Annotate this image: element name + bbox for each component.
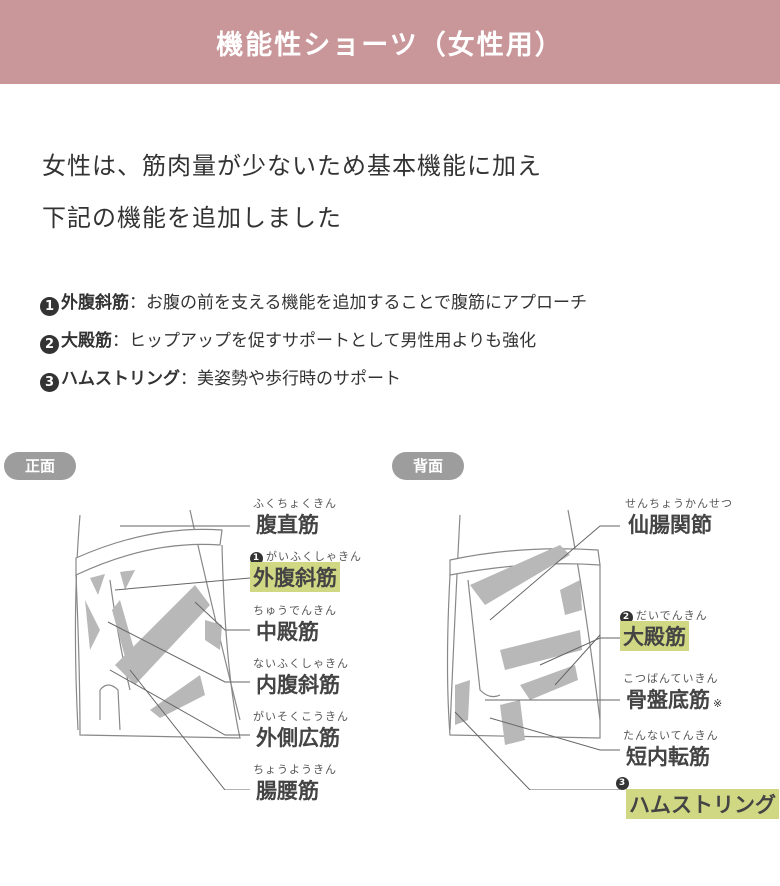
note-mark: ※ bbox=[713, 697, 723, 710]
muscle-label: ないふくしゃきん内腹斜筋 bbox=[253, 655, 349, 699]
muscle-label: ちゅうでんきん中殿筋 bbox=[253, 602, 337, 646]
ruby-text: ちょうようきん bbox=[253, 763, 337, 776]
muscle-name: 大殿筋 bbox=[620, 621, 689, 651]
front-label: 正面 bbox=[4, 452, 76, 480]
feature-desc: ：お腹の前を支える機能を追加することで腹筋にアプローチ bbox=[129, 293, 587, 313]
back-shorts-drawing bbox=[446, 509, 601, 739]
muscle-label: がいそくこうきん外側広筋 bbox=[253, 708, 349, 752]
ruby-text: ちゅうでんきん bbox=[253, 604, 337, 617]
shorts-illustration bbox=[74, 509, 620, 790]
muscle-label: こつばんていきん骨盤底筋※ bbox=[623, 670, 722, 714]
muscle-name: 仙腸関節 bbox=[628, 513, 712, 537]
number-badge: 3 bbox=[40, 373, 59, 392]
intro-line-1: 女性は、筋肉量が少ないため基本機能に加え bbox=[42, 152, 542, 180]
muscle-name: 中殿筋 bbox=[256, 620, 319, 644]
feature-desc: ：ヒップアップを促すサポートとして男性用よりも強化 bbox=[112, 331, 537, 351]
muscle-name: 外側広筋 bbox=[256, 726, 340, 750]
number-badge: 3 bbox=[616, 777, 629, 790]
leader-lines bbox=[107, 525, 620, 790]
muscle-label: せんちょうかんせつ仙腸関節 bbox=[625, 495, 733, 539]
ruby-text: こつばんていきん bbox=[623, 672, 719, 685]
number-badge: 2 bbox=[620, 611, 633, 624]
muscle-label: たんないてんきん短内転筋 bbox=[623, 727, 719, 771]
ruby-text: せんちょうかんせつ bbox=[625, 497, 733, 510]
feature-desc: ：美姿勢や歩行時のサポート bbox=[180, 369, 401, 389]
page-title: 機能性ショーツ（女性用） bbox=[216, 29, 564, 61]
muscle-name: 骨盤底筋 bbox=[626, 688, 710, 712]
number-badge: 2 bbox=[40, 335, 59, 354]
muscle-name: 外腹斜筋 bbox=[250, 562, 340, 592]
back-muscle-shapes bbox=[455, 545, 582, 745]
feature-term: 外腹斜筋 bbox=[61, 293, 129, 313]
muscle-name: 短内転筋 bbox=[626, 745, 710, 769]
ruby-text: だいでんきん bbox=[636, 609, 708, 622]
ruby-text: ふくちょくきん bbox=[253, 497, 337, 510]
muscle-name: 腸腰筋 bbox=[256, 779, 319, 803]
feature-term: ハムストリング bbox=[61, 369, 180, 389]
muscle-label: ふくちょくきん腹直筋 bbox=[253, 495, 337, 539]
ruby-text: がいそくこうきん bbox=[253, 710, 349, 723]
muscle-name: 内腹斜筋 bbox=[256, 673, 340, 697]
intro-text: 女性は、筋肉量が少ないため基本機能に加え 下記の機能を追加しました bbox=[42, 140, 542, 244]
muscle-name: 腹直筋 bbox=[256, 513, 319, 537]
front-shorts-drawing bbox=[74, 509, 241, 739]
ruby-text: たんないてんきん bbox=[623, 729, 719, 742]
front-muscle-shapes bbox=[85, 570, 222, 718]
ruby-text: ないふくしゃきん bbox=[253, 657, 349, 670]
feature-term: 大殿筋 bbox=[61, 331, 112, 351]
muscle-label: ちょうようきん腸腰筋 bbox=[253, 761, 337, 805]
muscle-name: ハムストリング bbox=[626, 789, 779, 819]
number-badge: 1 bbox=[250, 552, 263, 565]
ruby-text: がいふくしゃきん bbox=[266, 550, 362, 563]
number-badge: 1 bbox=[40, 297, 59, 316]
intro-line-2: 下記の機能を追加しました bbox=[42, 204, 342, 232]
page-header: 機能性ショーツ（女性用） bbox=[0, 0, 780, 84]
back-label: 背面 bbox=[392, 452, 464, 480]
